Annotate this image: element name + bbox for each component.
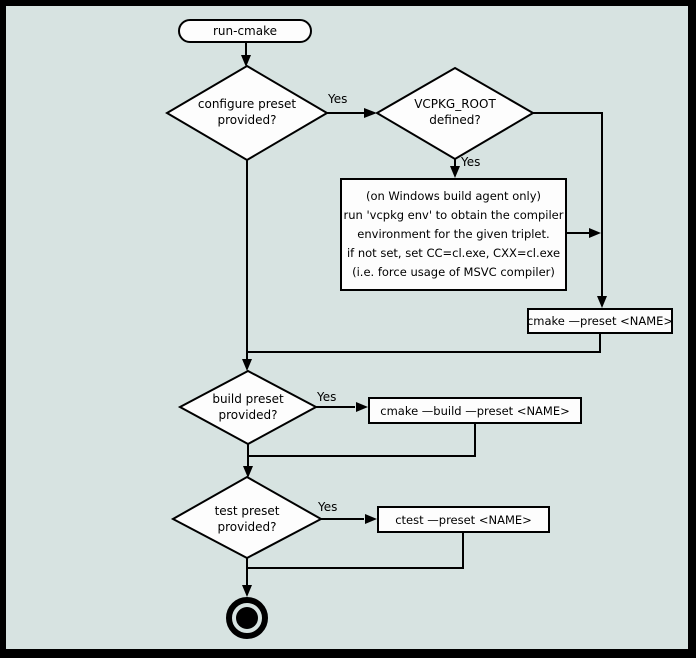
vcpkg-env-line3: environment for the given triplet. xyxy=(357,227,550,241)
decision-build-text: build preset provided? xyxy=(178,391,318,423)
arrow-down-icon xyxy=(450,166,460,178)
cmake-preset-label: cmake —preset <NAME> xyxy=(526,314,674,328)
decision-vcpkg-line1: VCPKG_ROOT xyxy=(414,97,496,111)
edge-label-yes-test: Yes xyxy=(318,500,338,514)
end-node xyxy=(226,597,268,639)
decision-configure-diamond xyxy=(165,64,329,162)
cmake-build-preset-label: cmake —build —preset <NAME> xyxy=(380,403,570,418)
process-cmake-build-preset-box: cmake —build —preset <NAME> xyxy=(368,397,582,424)
edge-label-yes-configure: Yes xyxy=(328,92,348,106)
arrow-down-icon xyxy=(242,585,252,597)
vcpkg-env-line4: if not set, set CC=cl.exe, CXX=cl.exe xyxy=(346,246,561,260)
decision-test-line1: test preset xyxy=(214,504,280,518)
decision-configure-line1: configure preset xyxy=(197,97,297,111)
decision-test-text: test preset provided? xyxy=(177,503,317,535)
decision-vcpkg-root-text: VCPKG_ROOT defined? xyxy=(375,96,535,128)
vcpkg-env-line5: (i.e. force usage of MSVC compiler) xyxy=(352,265,555,279)
decision-build-line1: build preset xyxy=(212,392,284,406)
ctest-preset-label: ctest —preset <NAME> xyxy=(395,512,532,527)
decision-configure-line2: provided? xyxy=(217,113,277,127)
arrow-down-icon xyxy=(597,296,607,308)
process-ctest-preset-box: ctest —preset <NAME> xyxy=(377,506,550,533)
decision-configure-text: configure preset provided? xyxy=(167,96,327,128)
decision-vcpkg-line2: defined? xyxy=(429,113,481,127)
start-node: run-cmake xyxy=(178,19,312,43)
arrowheads xyxy=(241,55,607,597)
decision-build-line2: provided? xyxy=(218,408,278,422)
decision-shapes xyxy=(165,64,535,560)
vcpkg-env-line2: run 'vcpkg env' to obtain the compiler xyxy=(343,208,564,222)
arrow-down-icon xyxy=(243,466,253,478)
process-vcpkg-env-box: (on Windows build agent only) run 'vcpkg… xyxy=(340,178,567,291)
connector-lines xyxy=(245,42,603,585)
decision-build-diamond xyxy=(177,369,319,446)
vcpkg-env-line1: (on Windows build agent only) xyxy=(365,189,542,203)
start-node-label: run-cmake xyxy=(212,24,278,38)
decision-vcpkg-root-diamond xyxy=(375,66,535,161)
arrow-right-icon xyxy=(356,402,368,412)
decision-test-diamond xyxy=(170,475,324,560)
edge-label-yes-vcpkg: Yes xyxy=(461,155,481,169)
arrow-down-icon xyxy=(242,359,252,371)
edge-label-yes-build: Yes xyxy=(317,390,337,404)
arrow-down-icon xyxy=(241,55,251,67)
process-cmake-preset-box: cmake —preset <NAME> xyxy=(527,308,673,334)
decision-test-line2: provided? xyxy=(217,520,277,534)
arrow-right-icon xyxy=(365,514,377,524)
arrow-right-icon xyxy=(589,228,601,238)
arrow-right-icon xyxy=(364,108,377,118)
